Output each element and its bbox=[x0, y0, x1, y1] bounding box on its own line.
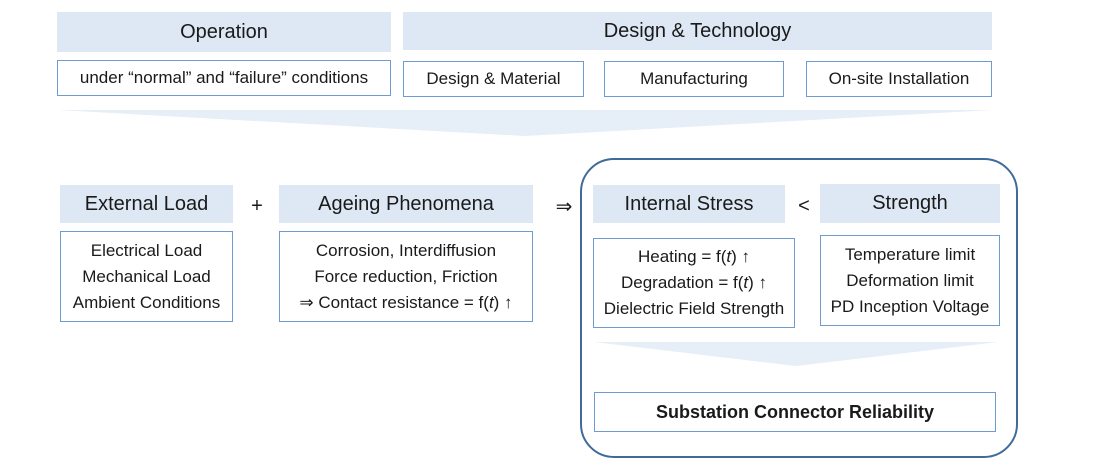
operation-header: Operation bbox=[57, 12, 391, 52]
ageing-phenomena-box: Corrosion, Interdiffusion Force reductio… bbox=[279, 231, 533, 322]
inner-down-arrow bbox=[594, 342, 998, 366]
external-load-box: Electrical Load Mechanical Load Ambient … bbox=[60, 231, 233, 322]
internal-stress-header: Internal Stress bbox=[593, 185, 785, 223]
ageing-line-3-prefix: ⇒ Contact resistance = f( bbox=[299, 292, 489, 312]
strength-header: Strength bbox=[820, 184, 1000, 223]
design-technology-header: Design & Technology bbox=[403, 12, 992, 50]
design-material-box: Design & Material bbox=[403, 61, 584, 97]
strength-box: Temperature limit Deformation limit PD I… bbox=[820, 235, 1000, 326]
operation-conditions-box: under “normal” and “failure” conditions bbox=[57, 60, 391, 96]
degradation-prefix: Degradation = f( bbox=[620, 273, 744, 292]
ageing-phenomena-header: Ageing Phenomena bbox=[279, 185, 533, 223]
ageing-line-3: ⇒ Contact resistance = f(t) ↑ bbox=[299, 290, 512, 316]
heating-var: t bbox=[726, 247, 732, 266]
ageing-line-2: Force reduction, Friction bbox=[314, 266, 498, 286]
internal-stress-box: Heating = f(t) ↑ Degradation = f(t) ↑ Di… bbox=[593, 238, 795, 328]
ageing-line-1: Corrosion, Interdiffusion bbox=[315, 240, 497, 260]
heating-line: Heating = f(t) ↑ bbox=[638, 244, 750, 270]
manufacturing-box: Manufacturing bbox=[604, 61, 784, 97]
degradation-line: Degradation = f(t) ↑ bbox=[621, 270, 767, 296]
on-site-installation-box: On-site Installation bbox=[806, 61, 992, 97]
implies-operator: ⇒ bbox=[555, 195, 573, 218]
degradation-var: t bbox=[743, 273, 749, 292]
ageing-line-3-var: t bbox=[488, 292, 494, 312]
ageing-line-3-suffix: ) ↑ bbox=[493, 292, 513, 312]
external-load-line-2: Mechanical Load bbox=[82, 266, 211, 286]
external-load-line-3: Ambient Conditions bbox=[72, 292, 221, 312]
degradation-suffix: ) ↑ bbox=[748, 273, 767, 292]
external-load-line-1: Electrical Load bbox=[90, 240, 203, 260]
external-load-header: External Load bbox=[60, 185, 233, 223]
strength-line-1: Temperature limit bbox=[844, 244, 976, 264]
strength-line-2: Deformation limit bbox=[846, 270, 974, 290]
reliability-frame bbox=[580, 158, 1018, 458]
dielectric-line: Dielectric Field Strength bbox=[603, 299, 785, 318]
less-than-operator: < bbox=[798, 194, 810, 217]
strength-line-3: PD Inception Voltage bbox=[830, 296, 990, 316]
plus-operator: + bbox=[251, 194, 263, 217]
reliability-result-box: Substation Connector Reliability bbox=[594, 392, 996, 432]
heating-prefix: Heating = f( bbox=[638, 247, 727, 266]
heating-suffix: ) ↑ bbox=[731, 247, 750, 266]
